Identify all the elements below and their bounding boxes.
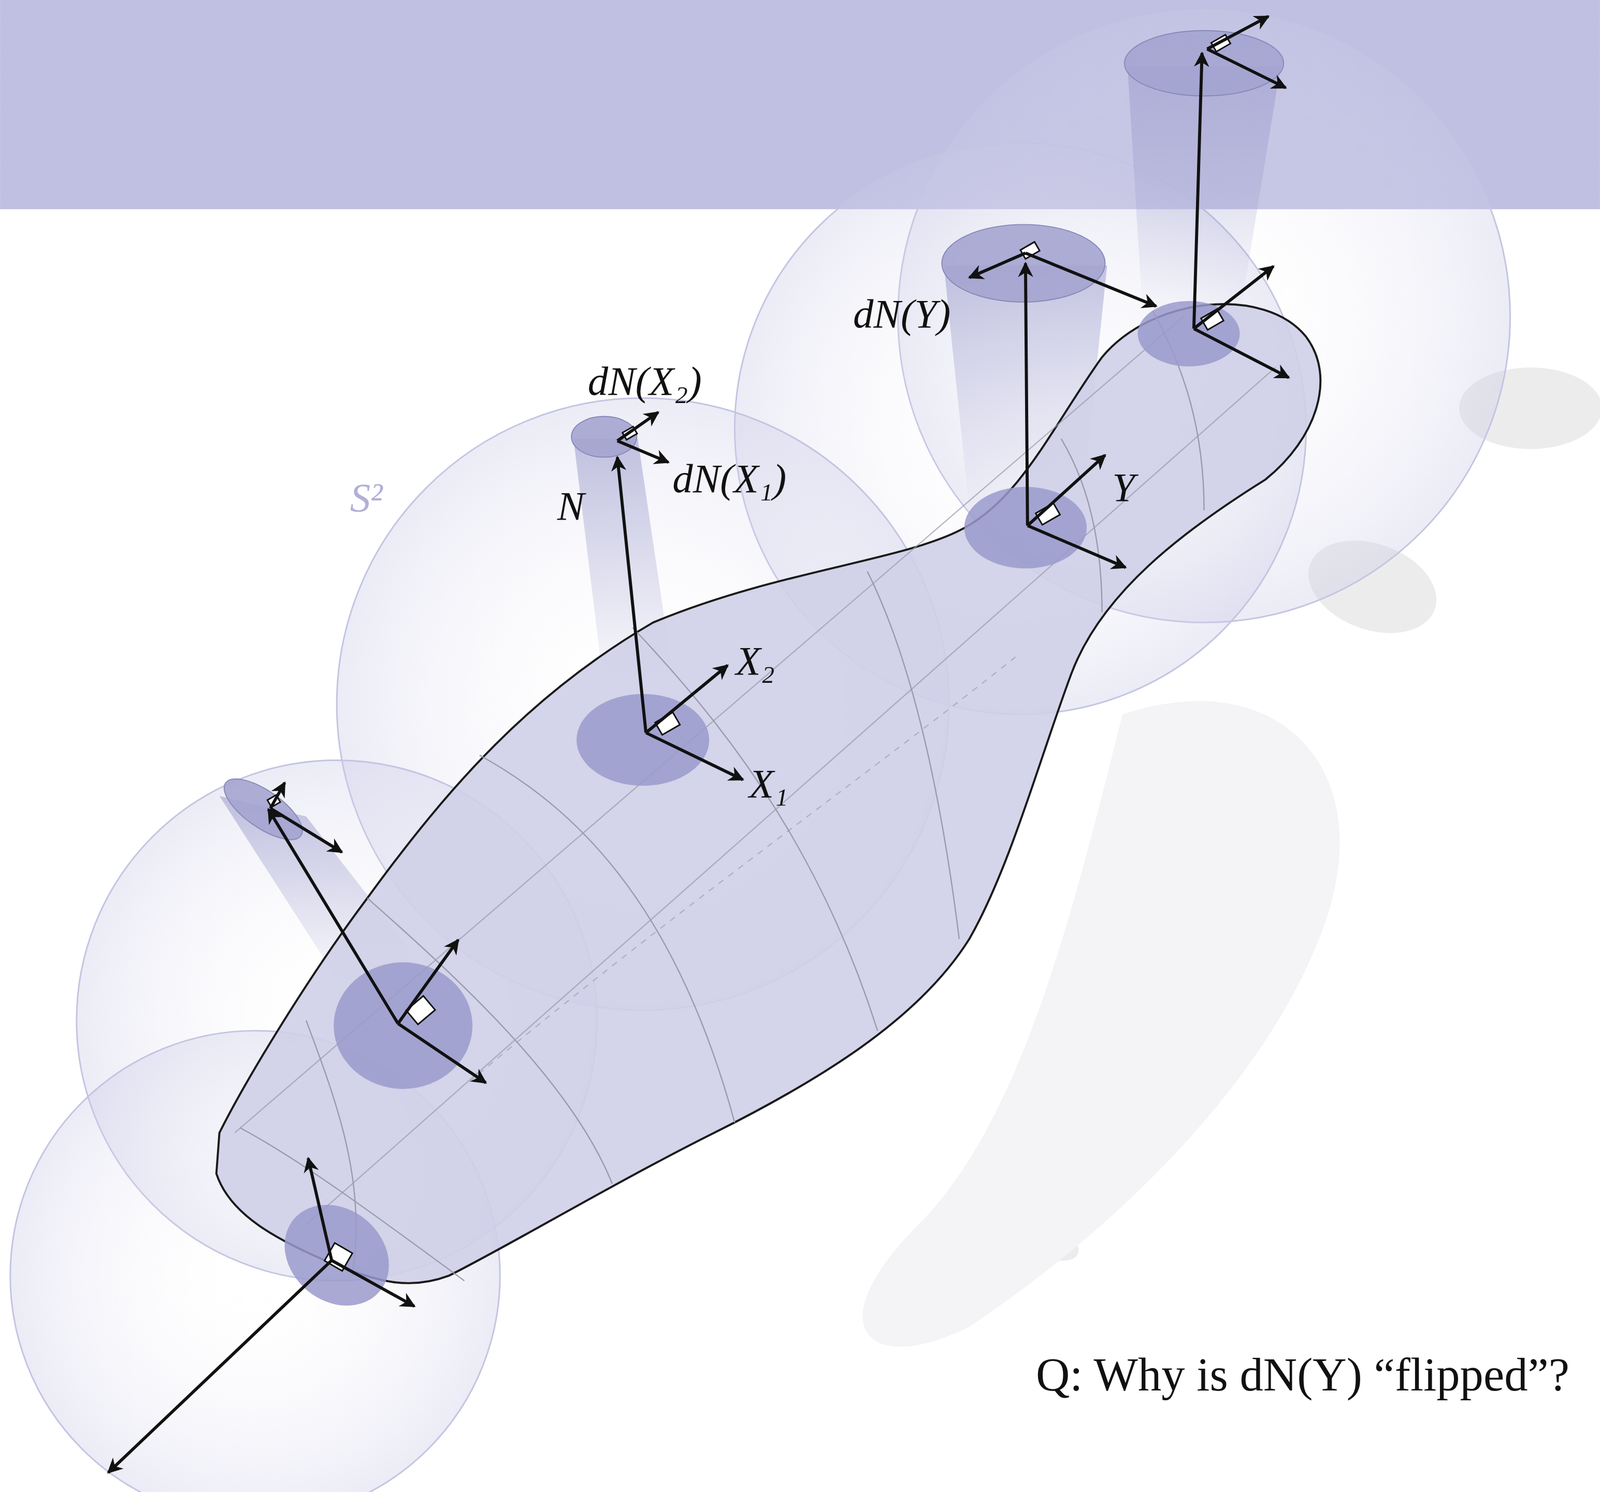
dn-x2-label: dN(X₂) <box>587 358 702 405</box>
tangent-discs <box>264 300 1240 1326</box>
sphere-label: S² <box>350 475 383 521</box>
normal-label: N <box>557 483 585 529</box>
y-label: Y <box>1112 465 1135 511</box>
vectors <box>108 16 1289 1473</box>
surface-grid <box>234 311 1276 1281</box>
x2-label: X₂ <box>735 638 775 684</box>
dn-y-label: dN(Y) <box>853 291 951 337</box>
x1-label: X₁ <box>748 761 789 807</box>
spheres <box>10 10 1511 1492</box>
sphere-discs <box>214 30 1284 851</box>
dn-x1-label: dN(X₁) <box>672 456 787 502</box>
right-angle-marks <box>267 34 1231 1271</box>
question-caption: Q: Why is dN(Y) “flipped”? <box>1035 1348 1570 1401</box>
bowling-pin-surface <box>216 304 1321 1284</box>
